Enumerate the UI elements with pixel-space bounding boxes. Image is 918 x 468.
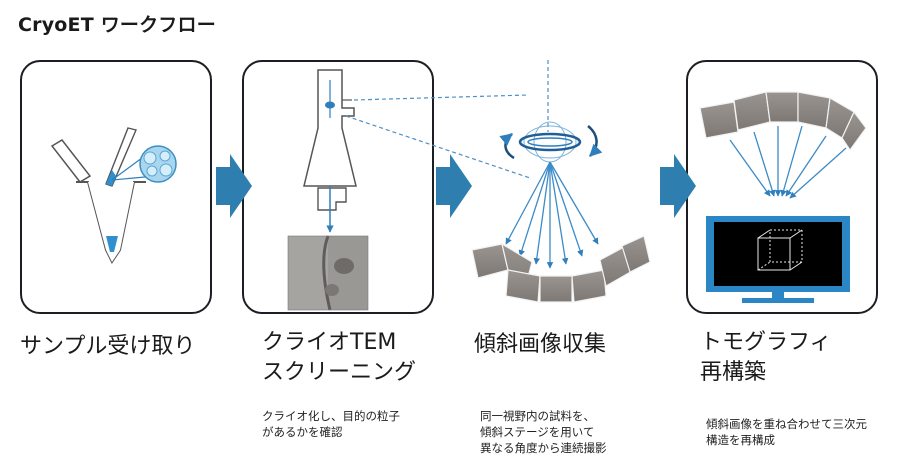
monitor-icon bbox=[706, 216, 850, 303]
step-3-title-line-1: 傾斜画像収集 bbox=[474, 332, 607, 357]
step-3-title: 傾斜画像収集 bbox=[474, 330, 606, 360]
zoom-guide-line-top bbox=[353, 94, 529, 101]
step-2-description: クライオ化し、目的の粒子 があるかを確認 bbox=[262, 408, 400, 440]
tem-microscope-illustration bbox=[303, 69, 357, 233]
tilt-series-illustration bbox=[471, 60, 651, 303]
step-2-title-line-1: クライオTEM bbox=[262, 330, 397, 355]
step-2-description-line-1: クライオ化し、目的の粒子 bbox=[262, 409, 400, 423]
step-4-title-line-2: 再構築 bbox=[700, 360, 767, 385]
step-4-description-line-1: 傾斜画像を重ね合わせて三次元 bbox=[706, 417, 867, 431]
screening-micrograph bbox=[287, 235, 369, 311]
step-3-description-line-1: 同一視野内の試料を、 bbox=[480, 409, 595, 423]
page-title: CryoET ワークフロー bbox=[18, 14, 216, 36]
step-2-description-line-2: があるかを確認 bbox=[262, 425, 343, 439]
step-4-description: 傾斜画像を重ね合わせて三次元 構造を再構成 bbox=[706, 416, 867, 448]
particle-zoom-icon bbox=[111, 145, 177, 183]
flow-arrow-1 bbox=[216, 154, 252, 218]
step-2-title-line-2: スクリーニング bbox=[262, 360, 417, 385]
flow-arrow-2 bbox=[436, 154, 472, 218]
zoom-guide-line-bottom bbox=[345, 115, 531, 179]
step-3-description-line-3: 異なる角度から連続撮影 bbox=[480, 441, 607, 455]
step-1-title-line-1: サンプル受け取り bbox=[20, 334, 196, 359]
step-4-description-line-2: 構造を再構成 bbox=[706, 433, 775, 447]
step-4-title-line-1: トモグラフィ bbox=[700, 330, 832, 355]
pipette-icon bbox=[105, 127, 137, 187]
sample-tube-illustration bbox=[50, 139, 146, 264]
step-3-description-line-2: 傾斜ステージを用いて bbox=[480, 425, 595, 439]
step-2-title: クライオTEM スクリーニング bbox=[262, 328, 416, 388]
flow-arrow-3 bbox=[660, 154, 696, 218]
reconstruction-illustration bbox=[699, 91, 867, 199]
step-1-title: サンプル受け取り bbox=[20, 332, 195, 362]
step-4-title: トモグラフィ 再構築 bbox=[700, 328, 832, 388]
step-3-description: 同一視野内の試料を、 傾斜ステージを用いて 異なる角度から連続撮影 bbox=[480, 408, 607, 456]
